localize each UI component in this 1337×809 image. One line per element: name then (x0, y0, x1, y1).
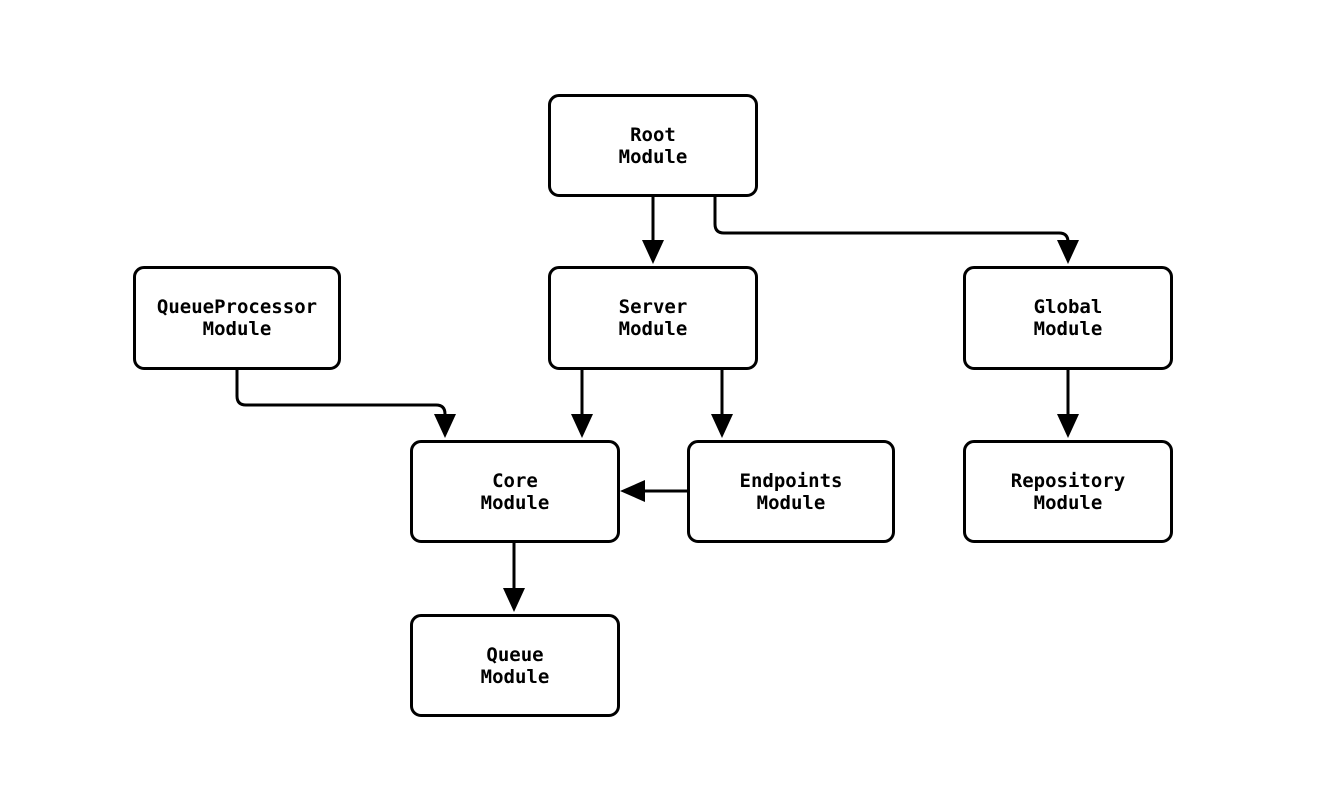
node-root-module[interactable]: Root Module (548, 94, 758, 197)
edge-root-to-server-arrowhead (642, 240, 664, 264)
edge-root-to-server (642, 197, 664, 264)
node-endpoints-module[interactable]: Endpoints Module (687, 440, 895, 543)
node-server-module-label: Server Module (618, 296, 688, 340)
edge-root-to-global (713, 197, 1079, 264)
node-core-module[interactable]: Core Module (410, 440, 620, 543)
edge-core-to-queue (503, 543, 525, 612)
edge-queueprocessor-to-core-arrowhead (434, 414, 456, 438)
edge-global-to-repository (1057, 370, 1079, 438)
node-core-module-label: Core Module (480, 469, 550, 514)
node-queue-module-label: Queue Module (480, 643, 550, 688)
edge-core-to-queue-arrowhead (503, 588, 525, 612)
edge-server-to-endpoints-arrowhead (711, 414, 733, 438)
node-global-module[interactable]: Global Module (963, 266, 1173, 370)
node-server-module[interactable]: Server Module (548, 266, 758, 370)
node-root-module-label: Root Module (618, 123, 688, 168)
node-repository-module[interactable]: Repository Module (963, 440, 1173, 543)
node-queue-module[interactable]: Queue Module (410, 614, 620, 717)
node-global-module-label: Global Module (1033, 296, 1103, 340)
edge-root-to-global-arrowhead (1057, 240, 1079, 264)
node-queueprocessor-module-label: QueueProcessor Module (156, 296, 318, 340)
edge-server-to-endpoints (711, 370, 733, 438)
edge-queueprocessor-to-core (235, 370, 456, 438)
edge-root-to-global-line (713, 197, 1070, 250)
edge-endpoints-to-core (620, 480, 687, 502)
edge-server-to-core-arrowhead (571, 414, 593, 438)
edge-endpoints-to-core-arrowhead (620, 480, 645, 502)
edge-queueprocessor-to-core-line (235, 370, 447, 424)
node-queueprocessor-module[interactable]: QueueProcessor Module (133, 266, 341, 370)
node-endpoints-module-label: Endpoints Module (739, 469, 843, 514)
edge-global-to-repository-arrowhead (1057, 414, 1079, 438)
edge-server-to-core (571, 370, 593, 438)
node-repository-module-label: Repository Module (1010, 469, 1126, 514)
